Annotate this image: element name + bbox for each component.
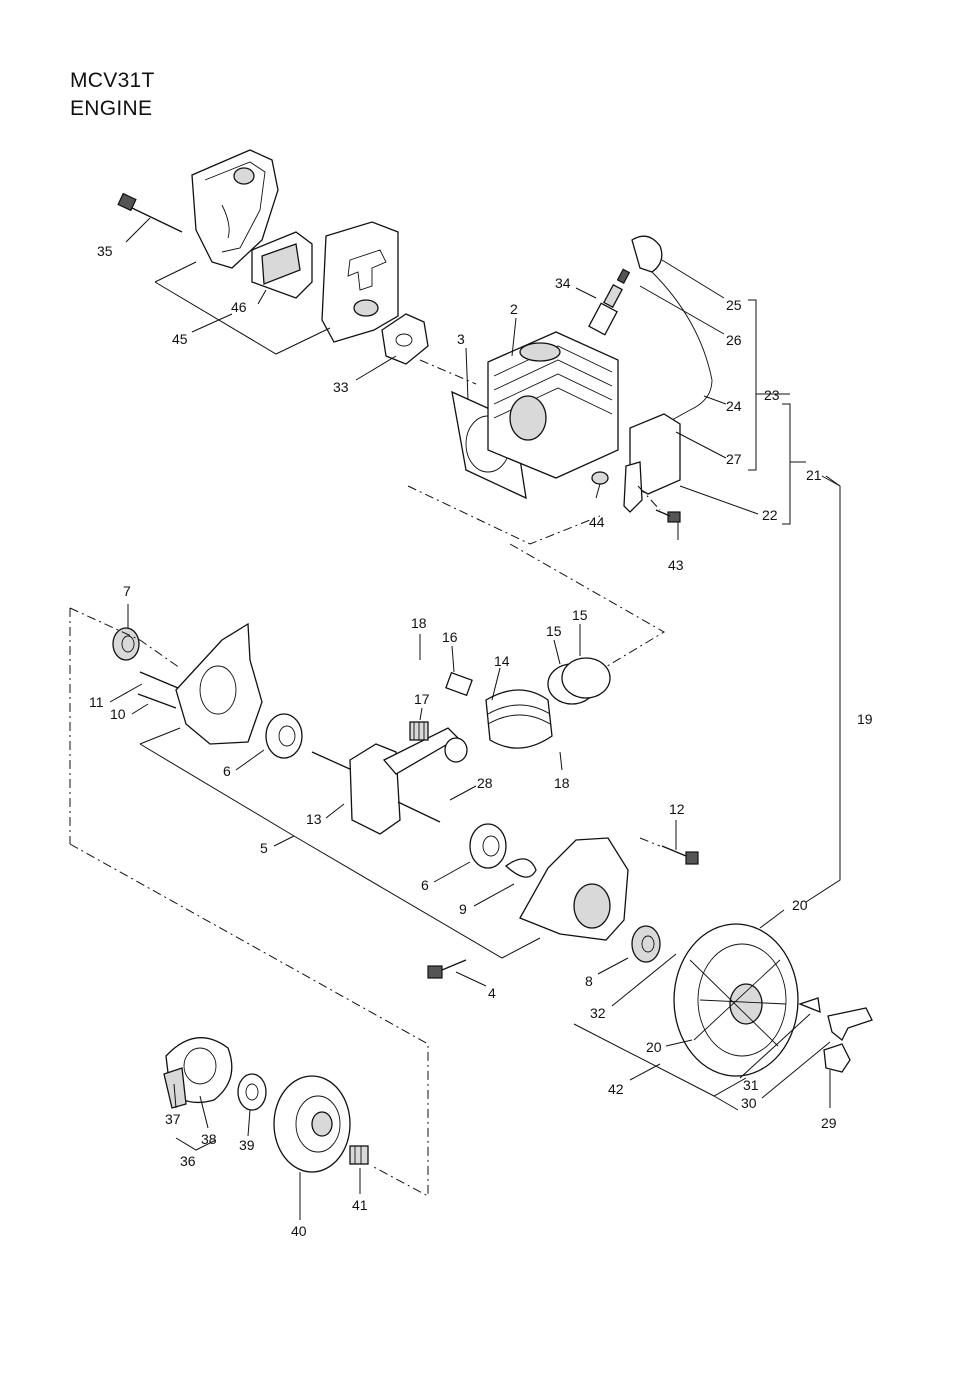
callout-9: 9: [459, 901, 467, 917]
piston-ring-part: [547, 657, 611, 705]
clutch-drum-part: [273, 1075, 351, 1173]
callout-29: 29: [821, 1115, 837, 1131]
callout-18a: 18: [411, 615, 427, 631]
piston-part: [445, 671, 553, 749]
callout-12: 12: [669, 801, 685, 817]
callout-7: 7: [123, 583, 131, 599]
callout-8: 8: [585, 973, 593, 989]
crankcase-right-part: [504, 837, 629, 941]
callout-25: 25: [726, 297, 742, 313]
callout-31: 31: [743, 1077, 759, 1093]
callout-37: 37: [165, 1111, 181, 1127]
callout-45: 45: [172, 331, 188, 347]
crankshaft-part: [311, 727, 468, 835]
callout-39: 39: [239, 1137, 255, 1153]
callout-18b: 18: [554, 775, 570, 791]
leader-lines: [109, 217, 841, 1220]
callout-6a: 6: [223, 763, 231, 779]
callout-19: 19: [857, 711, 873, 727]
callout-43: 43: [668, 557, 684, 573]
callout-23: 23: [764, 387, 780, 403]
callout-11: 11: [89, 694, 104, 710]
callout-14: 14: [494, 653, 510, 669]
callout-32: 32: [590, 1005, 606, 1021]
callout-27: 27: [726, 451, 742, 467]
assembly-lines: [69, 359, 665, 1197]
callout-21: 21: [806, 467, 822, 483]
muffler-body-part: [321, 221, 399, 343]
callout-35: 35: [97, 243, 113, 259]
callout-41: 41: [352, 1197, 368, 1213]
callout-10: 10: [110, 706, 126, 722]
flywheel-part: [673, 923, 821, 1077]
callout-20a: 20: [792, 897, 808, 913]
callout-4: 4: [488, 985, 496, 1001]
callout-15b: 15: [572, 607, 588, 623]
callout-labels: 2 3 4 5 6 6 7 8 9 10 11 12 13 14 15 15 1…: [89, 243, 873, 1239]
callout-16: 16: [442, 629, 458, 645]
washer-nut-part: [591, 471, 681, 523]
callout-40: 40: [291, 1223, 307, 1239]
callout-44: 44: [589, 514, 605, 530]
callout-13: 13: [306, 811, 322, 827]
needle-bearing-part: [409, 721, 429, 741]
bearing-part: [265, 713, 507, 869]
ignition-coil-part: [623, 235, 713, 513]
callout-38: 38: [201, 1131, 217, 1147]
callout-17: 17: [414, 691, 430, 707]
callout-28: 28: [477, 775, 493, 791]
bolt-part: [427, 845, 699, 979]
callout-2: 2: [510, 301, 518, 317]
clutch-part: [163, 1037, 233, 1109]
callout-46: 46: [231, 299, 247, 315]
callout-33: 33: [333, 379, 349, 395]
spark-plug-part: [588, 268, 631, 336]
callout-24: 24: [726, 398, 742, 414]
callout-34: 34: [555, 275, 571, 291]
oil-seal-part: [112, 627, 140, 661]
callout-3: 3: [457, 331, 465, 347]
muffler-gasket-part: [381, 313, 429, 365]
drum-bearing-part: [349, 1145, 369, 1165]
callout-26: 26: [726, 332, 742, 348]
muffler-bolt-part: [117, 192, 183, 233]
callout-5: 5: [260, 840, 268, 856]
callout-6b: 6: [421, 877, 429, 893]
section-title: ENGINE: [70, 97, 153, 120]
model-title: MCV31T: [70, 69, 155, 92]
muffler-cover-part: [191, 149, 279, 269]
callout-20b: 20: [646, 1039, 662, 1055]
starter-pawl-part: [823, 1007, 873, 1073]
callout-42: 42: [608, 1081, 624, 1097]
callout-30: 30: [741, 1095, 757, 1111]
crankcase-left-part: [137, 622, 263, 745]
callout-36: 36: [180, 1153, 196, 1169]
clutch-washer-part: [237, 1073, 267, 1111]
callout-15a: 15: [546, 623, 562, 639]
catalyst-part: [251, 231, 313, 299]
callout-22: 22: [762, 507, 778, 523]
seal-right-part: [631, 925, 661, 963]
cylinder-part: [487, 331, 619, 479]
